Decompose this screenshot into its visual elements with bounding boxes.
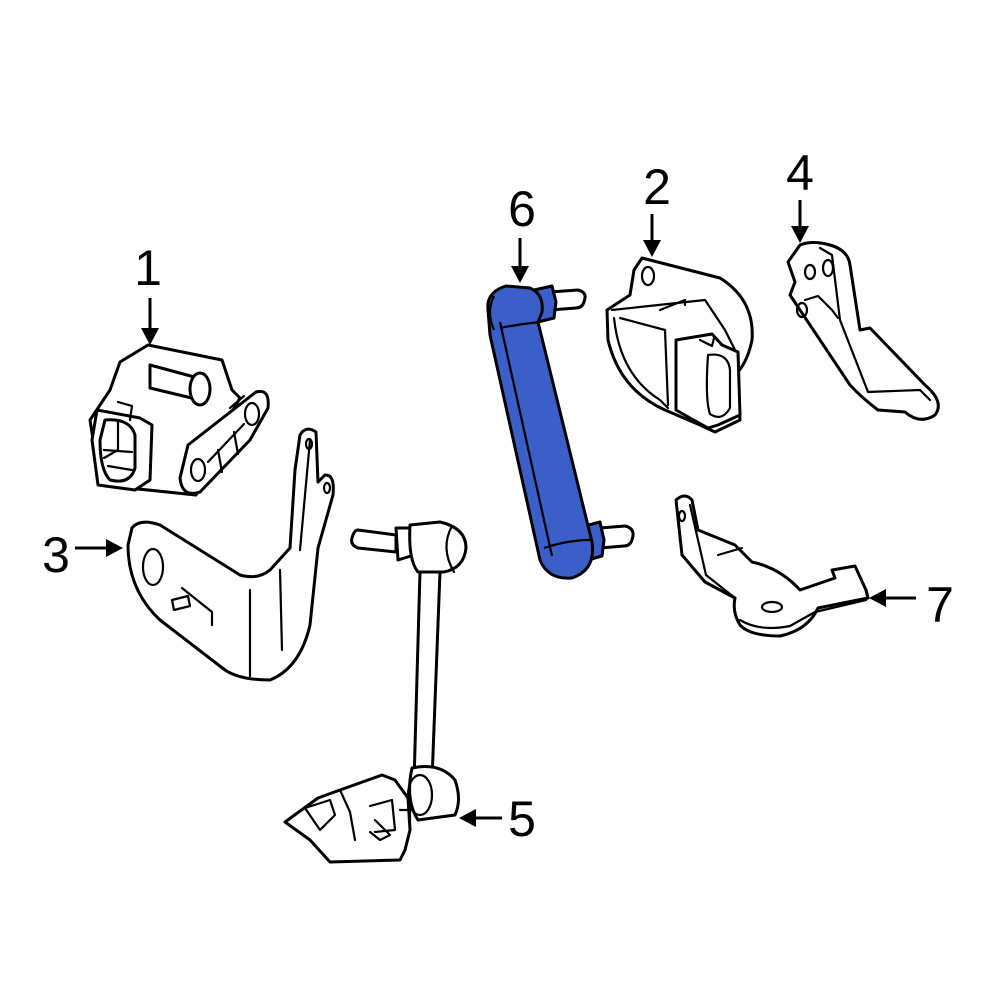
- callout-2-number: 2: [643, 159, 671, 215]
- callout-4-number: 4: [786, 145, 814, 201]
- part-7-lever-arm[interactable]: [674, 494, 870, 638]
- callout-7-number: 7: [926, 577, 954, 633]
- callout-5[interactable]: 5: [459, 791, 536, 847]
- callout-7[interactable]: 7: [869, 577, 954, 633]
- part-6-sensor-link[interactable]: [486, 284, 635, 580]
- part-1-sensor[interactable]: [88, 343, 270, 497]
- callout-1-number: 1: [134, 240, 162, 296]
- part-2-sensor[interactable]: [605, 256, 754, 434]
- callout-5-number: 5: [508, 791, 536, 847]
- part-5-sensor-with-link[interactable]: [283, 520, 468, 864]
- callout-3[interactable]: 3: [42, 527, 123, 583]
- part-4-bracket[interactable]: [786, 241, 940, 421]
- callout-2[interactable]: 2: [643, 159, 671, 257]
- callout-6[interactable]: 6: [508, 181, 536, 283]
- callout-1[interactable]: 1: [134, 240, 162, 345]
- callout-4[interactable]: 4: [786, 145, 814, 243]
- callout-3-number: 3: [42, 527, 70, 583]
- callout-6-number: 6: [508, 181, 536, 237]
- part-3-bracket[interactable]: [126, 427, 335, 682]
